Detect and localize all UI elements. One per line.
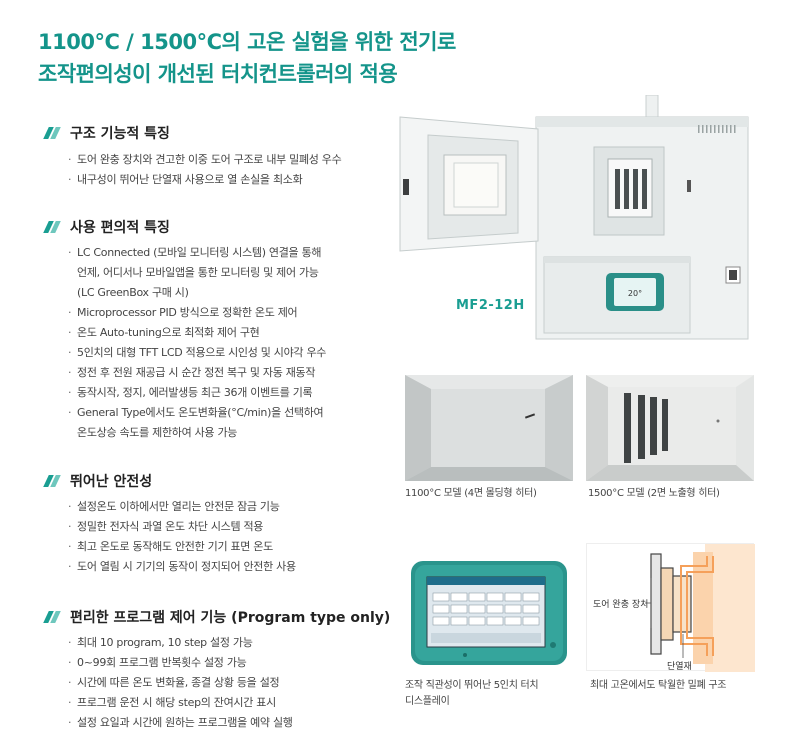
feature-list: LC Connected (모바일 모니터링 시스템) 연결을 통해 언제, 어… [68,243,326,443]
list-item: 설정 요일과 시간에 원하는 프로그램을 예약 실행 [68,713,390,733]
insulation-label: 단열재 [667,662,692,672]
list-item: LC Connected (모바일 모니터링 시스템) 연결을 통해 [68,243,326,263]
model-label: MF2-12H [456,298,525,313]
display-temp-text: 20° [628,289,642,298]
list-item: 내구성이 뛰어난 단열재 사용으로 열 손실을 최소화 [68,170,341,190]
headline-line-2: 조작편의성이 개선된 터치컨트롤러의 적용 [38,62,398,86]
chamber-1500-caption: 1500°C 모델 (2면 노출형 히터) [588,488,720,499]
controller-caption: 조작 직관성이 뛰어난 5인치 터치 디스플레이 [405,680,539,707]
section-title: 뛰어난 안전성 [43,471,296,491]
list-item: 0~99회 프로그램 반복횟수 설정 가능 [68,653,390,673]
section-program: 편리한 프로그램 제어 기능 (Program type only) 최대 10… [43,607,390,733]
list-item: 동작시작, 정지, 에러발생등 최근 36개 이벤트를 기록 [68,383,326,403]
section-usability: 사용 편의적 특징 LC Connected (모바일 모니터링 시스템) 연결… [43,217,326,443]
list-item: 최고 온도로 동작해도 안전한 기기 표면 온도 [68,537,296,557]
chamber-1100-caption: 1100°C 모델 (4면 몰딩형 히터) [405,488,537,499]
section-title: 구조 기능적 특징 [43,123,341,143]
list-item: (LC GreenBox 구매 시) [77,286,189,299]
list-item: General Type에서도 온도변화율(°C/min)을 선택하여 [68,403,326,423]
feature-list: 도어 완충 장치와 견고한 이중 도어 구조로 내부 밀폐성 우수 내구성이 뛰… [68,150,342,190]
door-buffer-label: 도어 완충 장치 [593,600,649,610]
section-title: 사용 편의적 특징 [43,217,326,237]
feature-list: 설정온도 이하에서만 열리는 안전문 잠금 기능 정밀한 전자식 과열 온도 차… [68,497,296,577]
chamber-1100-photo [405,375,573,481]
list-item: Microprocessor PID 방식으로 정확한 온도 제어 [68,303,326,323]
section-marker-icon [43,127,61,139]
door-seal-diagram: 도어 완충 장치 단열재 [586,543,755,672]
chamber-1500-photo [586,375,754,481]
section-marker-icon [43,611,61,623]
list-item: 프로그램 운전 시 해당 step의 잔여시간 표시 [68,693,390,713]
section-structure: 구조 기능적 특징 도어 완충 장치와 견고한 이중 도어 구조로 내부 밀폐성… [43,123,342,190]
door-seal-caption: 최대 고온에서도 탁월한 밀폐 구조 [590,680,727,691]
section-safety: 뛰어난 안전성 설정온도 이하에서만 열리는 안전문 잠금 기능 정밀한 전자식… [43,471,296,577]
section-marker-icon [43,475,61,487]
list-item: 언제, 어디서나 모바일앱을 통한 모니터링 및 제어 가능 [77,266,319,279]
list-item: 정밀한 전자식 과열 온도 차단 시스템 적용 [68,517,296,537]
furnace-product-image: 20° [399,95,749,340]
headline-line-1: 1100°C / 1500°C의 고온 실험을 위한 전기로 [38,30,456,54]
list-item: 온도상승 속도를 제한하여 사용 가능 [77,426,238,439]
list-item: 도어 열림 시 기기의 동작이 정지되어 안전한 사용 [68,557,296,577]
list-item: 정전 후 전원 재공급 시 순간 정전 복구 및 자동 재동작 [68,363,326,383]
list-item: 설정온도 이하에서만 열리는 안전문 잠금 기능 [68,497,296,517]
touch-controller-photo [405,543,573,671]
list-item: 최대 10 program, 10 step 설정 가능 [68,633,390,653]
list-item: 도어 완충 장치와 견고한 이중 도어 구조로 내부 밀폐성 우수 [68,150,342,170]
feature-list: 최대 10 program, 10 step 설정 가능 0~99회 프로그램 … [68,633,390,733]
section-marker-icon [43,221,61,233]
list-item: 온도 Auto-tuning으로 최적화 제어 구현 [68,323,326,343]
headline: 1100°C / 1500°C의 고온 실험을 위한 전기로 조작편의성이 개선… [38,26,456,90]
section-title: 편리한 프로그램 제어 기능 (Program type only) [43,607,390,627]
list-item: 5인치의 대형 TFT LCD 적용으로 시인성 및 시야각 우수 [68,343,326,363]
list-item: 시간에 따른 온도 변화율, 종결 상황 등을 설정 [68,673,390,693]
